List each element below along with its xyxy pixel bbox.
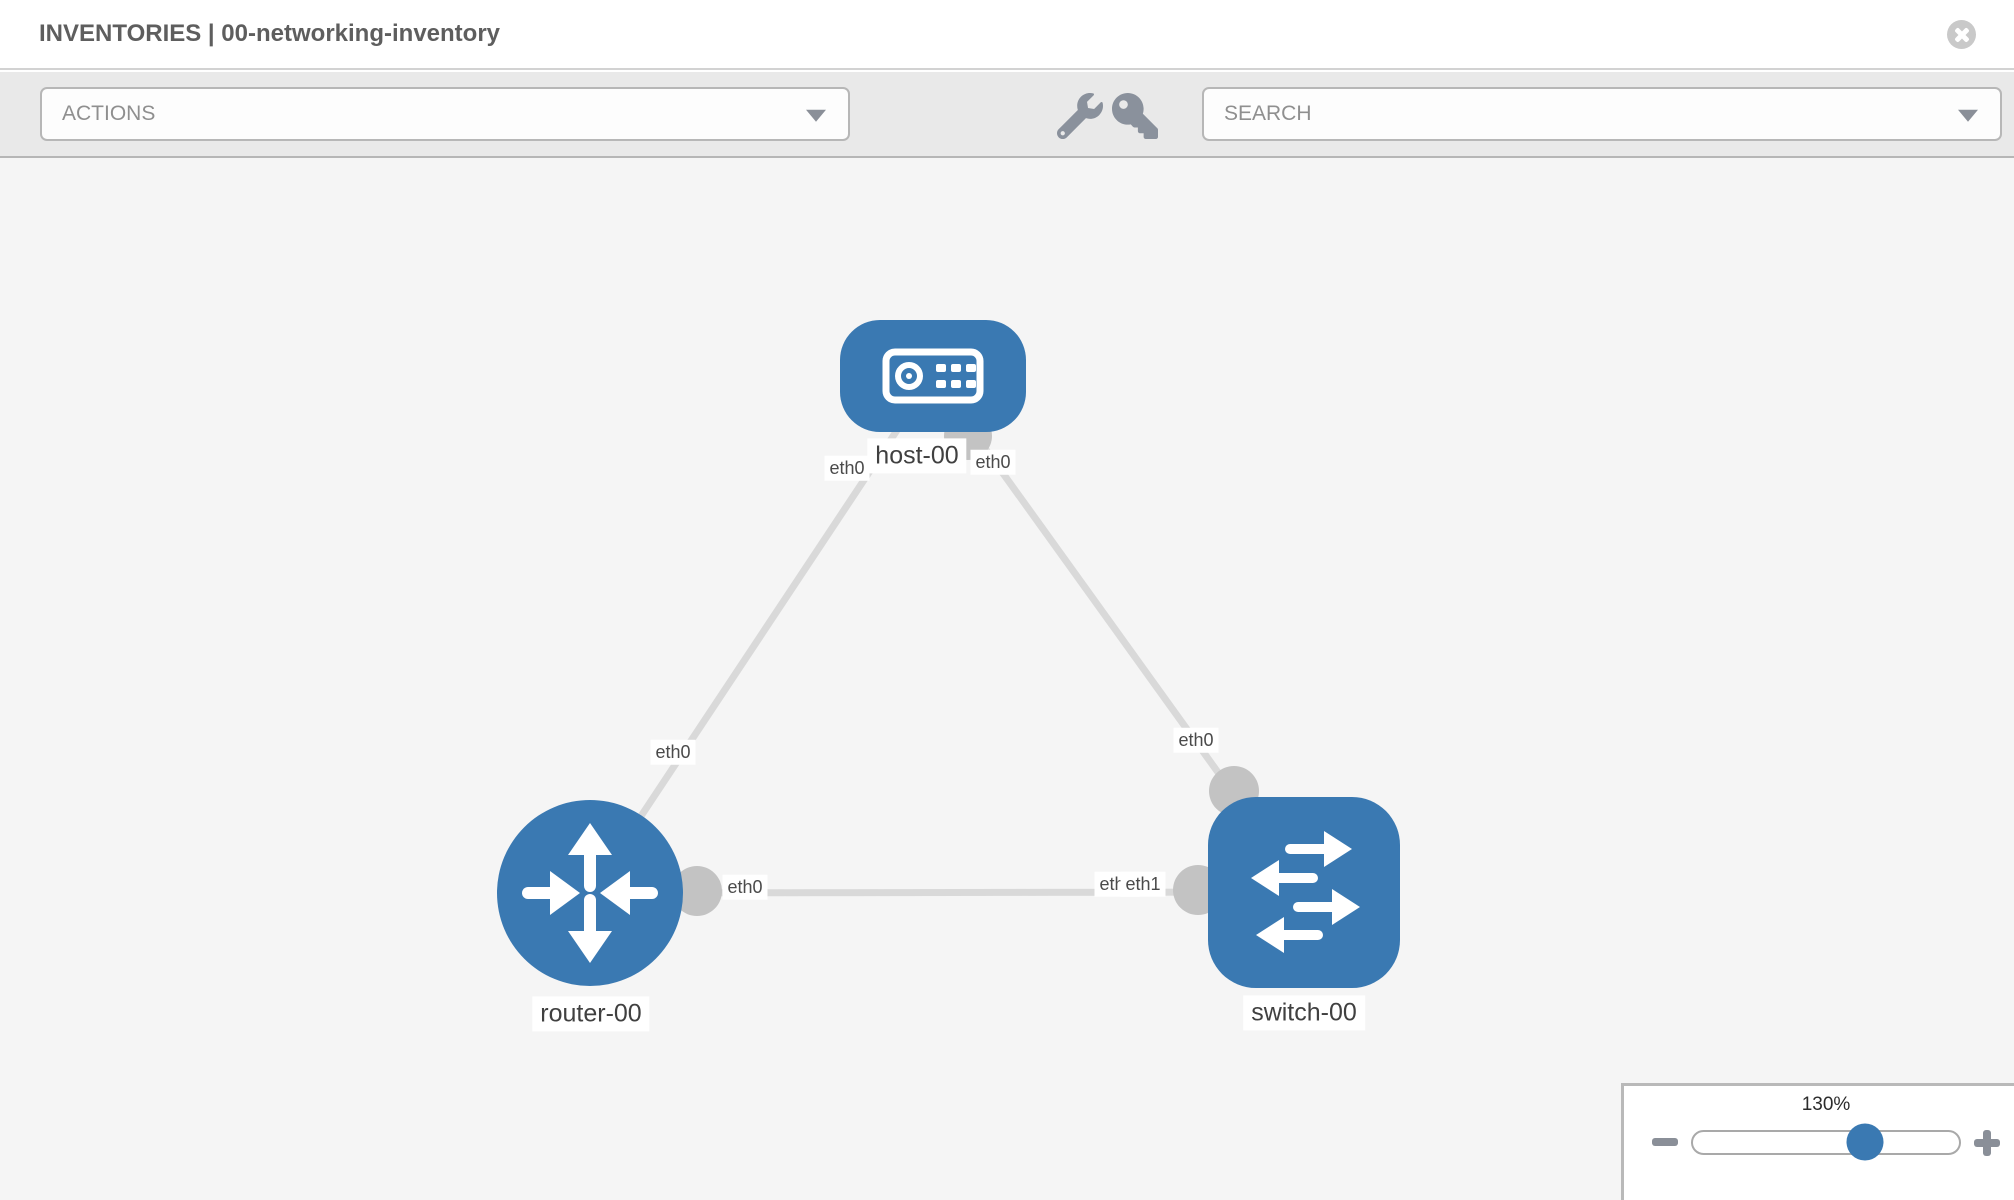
search-input[interactable]: SEARCH bbox=[1202, 87, 2002, 141]
search-placeholder: SEARCH bbox=[1224, 102, 1312, 125]
zoom-out-minus-icon[interactable] bbox=[1652, 1138, 1678, 1146]
interface-label: eth0 bbox=[970, 449, 1016, 475]
page-title: INVENTORIES | 00-networking-inventory bbox=[39, 20, 501, 47]
zoom-slider-thumb[interactable] bbox=[1846, 1123, 1884, 1161]
actions-dropdown-label: ACTIONS bbox=[62, 102, 156, 125]
host-icon bbox=[882, 348, 984, 404]
zoom-percentage: 130% bbox=[1801, 1094, 1851, 1115]
switch-icon bbox=[1251, 831, 1360, 953]
node-label-switch: switch-00 bbox=[1243, 995, 1365, 1031]
toolbar: ACTIONS SEARCH bbox=[0, 72, 2014, 158]
wrench-icon[interactable] bbox=[1056, 93, 1103, 140]
interface-label: eth1 bbox=[1120, 871, 1166, 897]
router-icon bbox=[522, 823, 658, 963]
interface-label: eth0 bbox=[824, 455, 870, 481]
node-label-host: host-00 bbox=[867, 438, 967, 474]
interface-label: eth0 bbox=[1173, 727, 1219, 753]
zoom-control-panel: 130% bbox=[1621, 1083, 2014, 1200]
key-icon[interactable] bbox=[1112, 93, 1158, 139]
node-router-00[interactable] bbox=[497, 800, 683, 986]
interface-label: eth0 bbox=[722, 874, 768, 900]
zoom-slider-track[interactable] bbox=[1691, 1130, 1961, 1155]
caret-down-icon bbox=[1958, 109, 1978, 122]
zoom-in-plus-icon[interactable] bbox=[1974, 1130, 2000, 1156]
node-host-00[interactable] bbox=[840, 320, 1026, 432]
caret-down-icon bbox=[806, 109, 826, 122]
title-bar: INVENTORIES | 00-networking-inventory bbox=[0, 0, 2014, 70]
node-switch-00[interactable] bbox=[1208, 797, 1400, 988]
interface-label: eth0 bbox=[650, 739, 696, 765]
interface-connector-router-right bbox=[672, 866, 722, 916]
close-icon[interactable] bbox=[1947, 20, 1976, 49]
node-label-router: router-00 bbox=[532, 996, 650, 1032]
actions-dropdown[interactable]: ACTIONS bbox=[40, 87, 850, 141]
